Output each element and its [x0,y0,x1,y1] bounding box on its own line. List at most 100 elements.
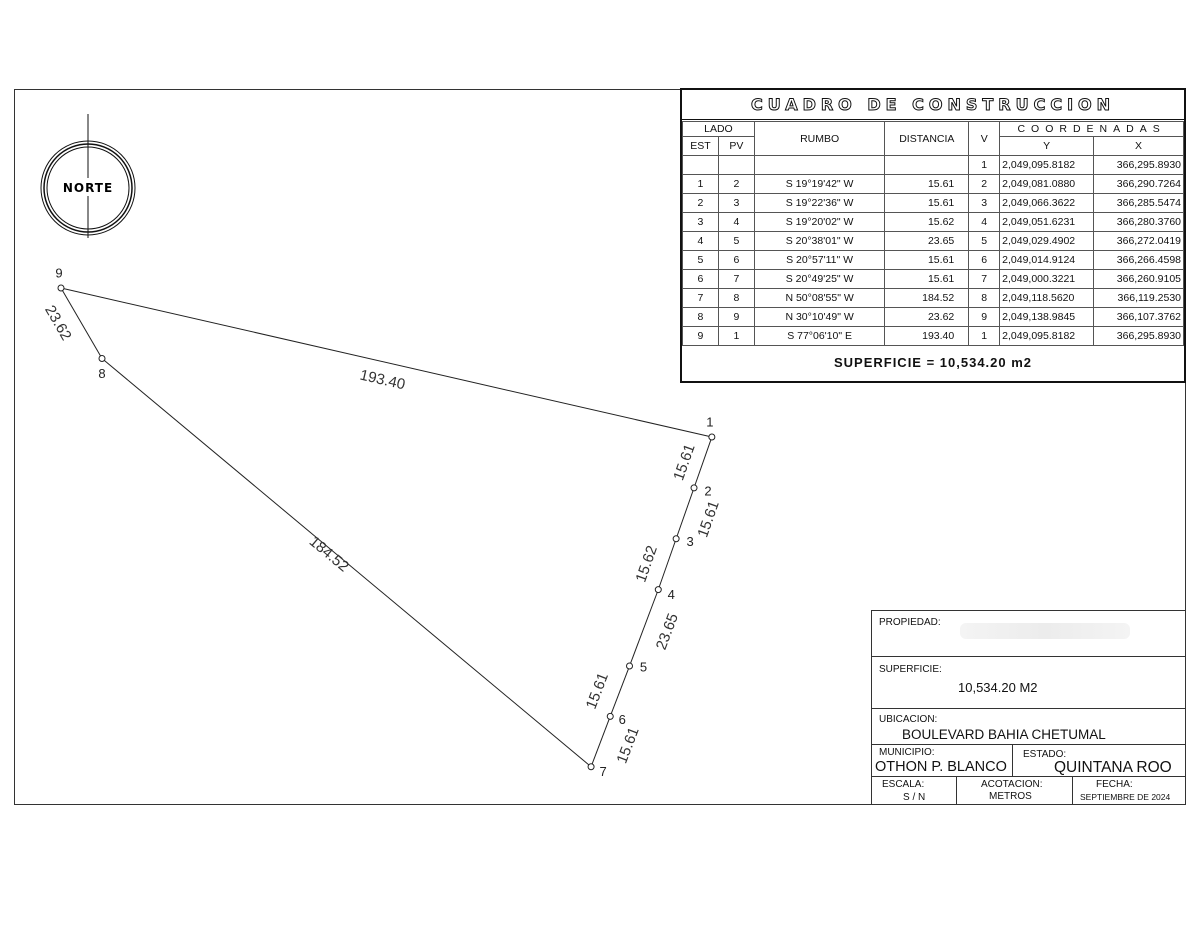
cell-x: 366,285.5474 [1093,193,1184,213]
cell-rumbo: N 30°10'49" W [753,307,886,327]
cell-distancia: 15.62 [884,212,970,232]
construction-grid: LADO RUMBO DISTANCIA V COORDENADAS EST P… [682,121,1184,346]
fecha-value: SEPTIEMBRE DE 2024 [1080,792,1171,802]
cell-y: 2,049,138.9845 [999,307,1095,327]
cell-pv: 2 [717,174,755,194]
header-y: Y [999,136,1095,156]
municipio-value: OTHON P. BLANCO [875,759,1007,775]
boundary-side-1-2 [693,436,713,489]
cell-distancia: 15.61 [884,193,970,213]
vertex-marker [690,484,698,492]
table-superficie: SUPERFICIE = 10,534.20 m2 [833,355,1033,370]
vertex-label: 9 [55,265,62,280]
cell-rumbo: S 20°57'11" W [753,250,886,270]
cell-est: 6 [682,269,719,289]
vertex-marker [654,586,662,594]
vertex-label: 2 [704,483,711,498]
cell-y: 2,049,051.6231 [999,212,1095,232]
cell-pv: 6 [717,250,755,270]
north-label: NORTE [63,181,113,195]
boundary-side-6-7 [590,716,611,767]
side-distance-label: 15.61 [694,499,722,540]
header-coordenadas: COORDENADAS [999,121,1184,137]
boundary-side-2-3 [675,487,695,539]
ubicacion-value: BOULEVARD BAHIA CHETUMAL [902,727,1106,742]
vertex-marker [98,355,106,363]
cell-rumbo: S 20°49'25" W [753,269,886,289]
drawing-frame [14,89,1186,805]
cell-v: 6 [968,250,1001,270]
boundary-side-4-5 [629,589,659,667]
side-distance-label: 184.52 [306,533,352,575]
side-distance-label: 23.65 [653,611,682,652]
cell-v: 1 [968,326,1001,346]
side-distance-label: 23.62 [41,302,75,343]
cell-est: 2 [682,193,719,213]
cell-y: 2,049,118.5620 [999,288,1095,308]
cell-pv: 1 [717,326,755,346]
side-distance-label: 15.62 [632,543,660,584]
row-municipio-estado: MUNICIPIO: OTHON P. BLANCO ESTADO: QUINT… [872,745,1185,777]
cell-v: 3 [968,193,1001,213]
vertex-marker [626,662,634,670]
ubicacion-label: UBICACION: [879,714,938,725]
cell-pv: 4 [717,212,755,232]
vertex-label: 6 [619,712,626,727]
cell-x: 366,260.9105 [1093,269,1184,289]
header-pv: PV [717,136,755,156]
cell-y: 2,049,066.3622 [999,193,1095,213]
superficie-label: SUPERFICIE: [879,664,942,675]
cell-est: 7 [682,288,719,308]
boundary-side-9-1 [60,287,712,438]
table-row: 1 2,049,095.8182 366,295.8930 [682,155,1184,175]
cell-x: 366,295.8930 [1093,326,1184,346]
acotacion-label: ACOTACION: [981,779,1043,790]
cell-pv: 9 [717,307,755,327]
row-propiedad: PROPIEDAD: [872,611,1185,657]
cell-y: 2,049,095.8182 [999,155,1095,175]
cell-distancia: 15.61 [884,174,970,194]
cell-pv: 8 [717,288,755,308]
cell-rumbo: S 19°20'02" W [753,212,886,232]
cell-y: 2,049,014.9124 [999,250,1095,270]
header-rumbo: RUMBO [753,121,886,156]
cell-y: 2,049,081.0880 [999,174,1095,194]
row-superficie: SUPERFICIE: 10,534.20 M2 [872,657,1185,709]
boundary-side-5-6 [609,665,630,717]
cell-est: 4 [682,231,719,251]
vertex-marker [587,763,595,771]
cell-pv: 3 [717,193,755,213]
header-distancia: DISTANCIA [884,121,970,156]
cell-v: 1 [968,155,1001,175]
vertex-marker [672,535,680,543]
estado-value: QUINTANA ROO [1054,759,1172,776]
side-distance-label: 15.61 [583,670,612,711]
side-distance-label: 15.61 [614,725,643,766]
escala-value: S / N [903,792,926,803]
construction-table: CUADRO DE CONSTRUCCION LADO RUMBO DISTAN… [680,88,1186,383]
boundary-side-8-9 [60,287,103,359]
header-lado: LADO [682,121,755,137]
propiedad-redacted-value [960,623,1130,639]
vertex-marker [57,284,65,292]
cell-y: 2,049,000.3221 [999,269,1095,289]
vertex-marker [708,433,716,441]
cell-pv: 7 [717,269,755,289]
cell-rumbo: S 19°22'36" W [753,193,886,213]
municipio-label: MUNICIPIO: [879,747,935,758]
cell-v: 5 [968,231,1001,251]
cell-v: 8 [968,288,1001,308]
side-distance-label: 193.40 [358,367,407,394]
cell-distancia: 15.61 [884,269,970,289]
cell-v: 2 [968,174,1001,194]
vertex-label: 1 [706,414,713,429]
cell-distancia: 23.65 [884,231,970,251]
boundary-side-7-8 [101,358,592,768]
cell-est: 1 [682,174,719,194]
row-escala: ESCALA: S / N ACOTACION: METROS FECHA: S… [872,777,1185,805]
acotacion-value: METROS [989,791,1032,802]
